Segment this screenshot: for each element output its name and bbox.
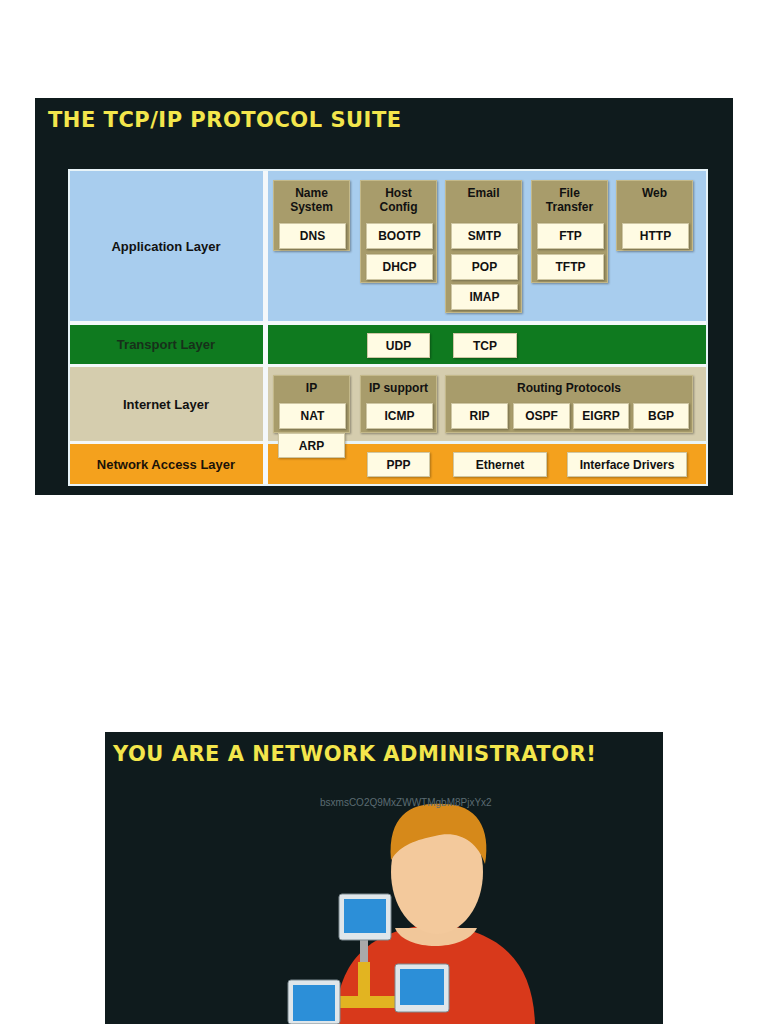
layer-band: Transport Layer UDP TCP (70, 325, 706, 364)
hair (391, 804, 487, 864)
group-heading: Email (446, 186, 521, 200)
group-heading: Web (617, 186, 692, 200)
protocol-group: IP supportICMP (360, 375, 437, 433)
protocol-group: Name SystemDNS (273, 180, 350, 251)
protocol-name: NAT (301, 409, 325, 423)
protocol-name: DNS (300, 229, 325, 243)
protocol-box: BOOTP (366, 223, 433, 249)
protocol-box: RIP (451, 403, 508, 429)
protocol-box: DNS (279, 223, 346, 249)
protocol-name: OSPF (525, 409, 558, 423)
protocol-box: ICMP (366, 403, 433, 429)
protocol-name: IMAP (470, 290, 500, 304)
monitor (339, 894, 391, 940)
protocol-name: Ethernet (476, 458, 525, 472)
protocol-name: HTTP (640, 229, 671, 243)
protocol-box: TCP (453, 333, 517, 358)
protocol-group: File TransferFTP TFTP (531, 180, 608, 283)
protocol-box: POP (451, 254, 518, 280)
watermark: bsxmsCO2Q9MxZWWTMgbM8PjxYx2 (320, 797, 492, 808)
protocol-name: POP (472, 260, 497, 274)
protocol-name: DHCP (382, 260, 416, 274)
layer-label: Transport Layer (70, 325, 262, 364)
protocol-box: OSPF (513, 403, 570, 429)
layer-band: Internet LayerIPNATARPIP supportICMPRout… (70, 367, 706, 441)
protocol-box: FTP (537, 223, 604, 249)
protocol-name: TCP (473, 339, 497, 353)
protocol-box: SMTP (451, 223, 518, 249)
protocol-group: Host ConfigBOOTP DHCP (360, 180, 437, 283)
protocol-name: FTP (559, 229, 582, 243)
protocol-box: HTTP (622, 223, 689, 249)
protocol-box: ARP (278, 433, 345, 458)
group-heading: Routing Protocols (446, 381, 692, 395)
protocol-name: SMTP (468, 229, 501, 243)
protocol-box: UDP (367, 333, 430, 358)
group-heading: IP (274, 381, 349, 395)
protocol-group: WebHTTP (616, 180, 693, 251)
divider-line (263, 171, 268, 484)
protocol-box: Interface Drivers (567, 452, 687, 477)
group-heading: Name System (274, 186, 349, 214)
layer-label: Application Layer (70, 171, 262, 321)
band-gap (70, 364, 706, 367)
layer-band: Application LayerName SystemDNSHost Conf… (70, 171, 706, 321)
protocol-group: EmailSMTP POP IMAP (445, 180, 522, 313)
layer-label: Internet Layer (70, 367, 262, 441)
administrator-illustration (105, 732, 663, 1024)
layer-band: Network Access Layer PPP Ethernet Interface… (70, 444, 706, 484)
group-heading: File Transfer (532, 186, 607, 214)
protocol-box: EIGRP (573, 403, 629, 429)
slide-title: YOU ARE A NETWORK ADMINISTRATOR! (113, 742, 596, 766)
protocol-name: ARP (299, 439, 324, 453)
protocol-name: PPP (386, 458, 410, 472)
monitor (288, 980, 340, 1024)
protocol-name: UDP (386, 339, 411, 353)
protocol-name: BGP (648, 409, 674, 423)
protocol-box: TFTP (537, 254, 604, 280)
slide-title: THE TCP/IP PROTOCOL SUITE (48, 108, 402, 132)
protocol-name: ICMP (385, 409, 415, 423)
protocol-box: NAT (279, 403, 346, 429)
protocol-box: DHCP (366, 254, 433, 280)
band-gap (70, 441, 263, 444)
protocol-box: IMAP (451, 284, 518, 310)
protocol-box: Ethernet (453, 452, 547, 477)
protocol-box: BGP (633, 403, 689, 429)
monitor-screen (344, 899, 386, 933)
group-heading: Host Config (361, 186, 436, 214)
protocol-name: RIP (469, 409, 489, 423)
layer-label: Network Access Layer (70, 444, 262, 484)
protocol-group: IP NAT (273, 375, 350, 433)
protocol-name: BOOTP (378, 229, 421, 243)
protocol-name: EIGRP (582, 409, 619, 423)
protocol-name: TFTP (556, 260, 586, 274)
protocol-group: Routing ProtocolsRIP OSPF EIGRP BGP (445, 375, 693, 433)
network-pipe (358, 962, 370, 1004)
protocol-box: PPP (367, 452, 430, 477)
protocol-name: Interface Drivers (580, 458, 675, 472)
band-gap (70, 321, 706, 325)
monitor-screen (400, 969, 444, 1005)
group-heading: IP support (361, 381, 436, 395)
monitor (395, 964, 449, 1012)
monitor-screen (293, 985, 335, 1021)
